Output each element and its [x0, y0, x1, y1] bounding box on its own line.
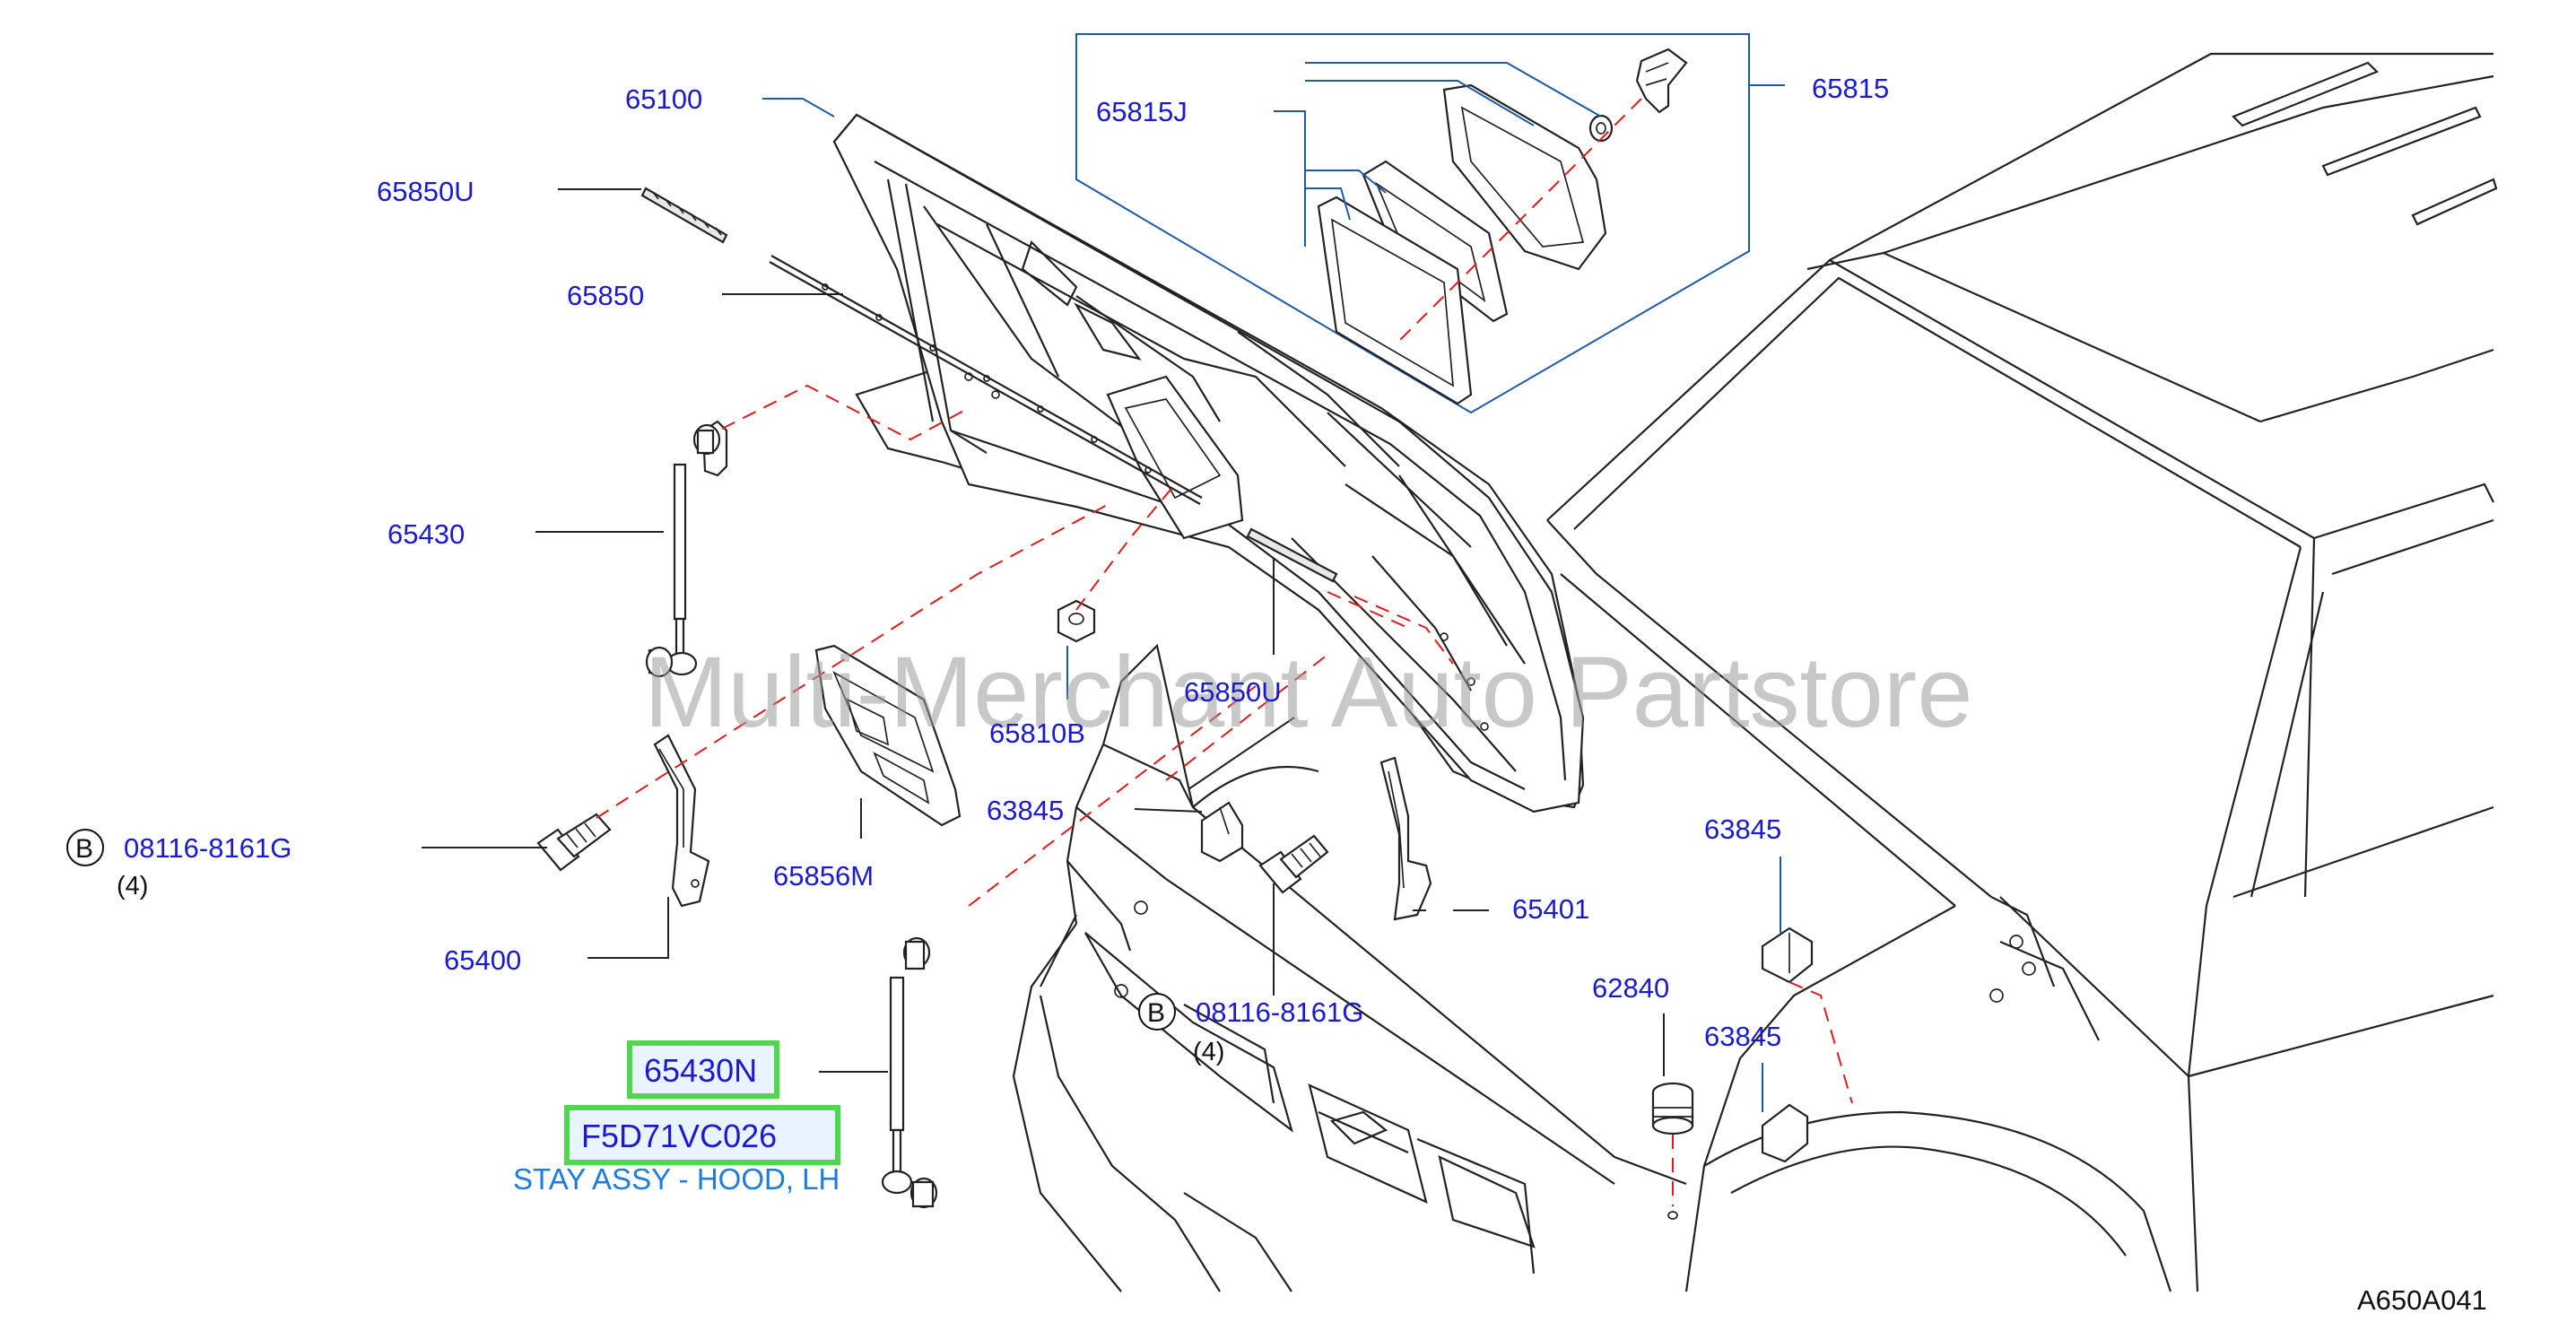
callout-stopper-rubber-right-upper[interactable]: 63845 [1704, 813, 1781, 845]
bolt-marker-letter: B [75, 834, 93, 864]
bolt-left [536, 813, 612, 872]
bolt-marker-circle [1138, 993, 1176, 1031]
hood-stay-rh [645, 420, 728, 678]
callout-bolt-right[interactable]: 08116-8161G [1196, 996, 1363, 1028]
callout-seal-lower[interactable]: 65850U [1184, 676, 1282, 708]
bolt-marker-circle [66, 829, 104, 866]
watermark: Multi-Merchant Auto Partstore [644, 636, 1972, 748]
bolt-marker-letter: B [1147, 998, 1165, 1028]
highlight-part-number[interactable]: 65430N [644, 1052, 757, 1089]
highlight-box-part-number [627, 1040, 779, 1099]
callout-stopper-rubber-right-lower[interactable]: 63845 [1704, 1021, 1781, 1052]
callout-hood-lock[interactable]: 65856M [773, 860, 874, 892]
seal-lower-strip [1246, 527, 1338, 583]
bolt-right [1258, 834, 1329, 894]
callout-stay-rh[interactable]: 65430 [387, 518, 465, 550]
stopper-rubber-right-lower [1761, 1103, 1809, 1163]
highlight-box-oem-code [564, 1105, 840, 1165]
leader-lines [422, 98, 1781, 1112]
highlight-oem-code[interactable]: F5D71VC026 [581, 1118, 777, 1154]
callout-hood[interactable]: 65100 [625, 83, 702, 115]
assembly-lines [596, 384, 1853, 1206]
bolt-right-callout[interactable]: B 08116-8161G (4) [1138, 993, 1363, 1066]
stopper-rubber-right-upper [1761, 926, 1814, 984]
hinge-left [653, 734, 710, 908]
callout-hinge-right[interactable]: 65401 [1512, 893, 1589, 925]
insulator-inset [1075, 33, 1785, 414]
bolt-left-callout[interactable]: B 08116-8161G (4) [66, 829, 292, 900]
seal-upper-strip [640, 187, 728, 244]
callout-bolt-left-qty: (4) [117, 872, 148, 900]
callout-seal[interactable]: 65850 [567, 280, 644, 311]
hood-seal-strip [769, 255, 1203, 505]
hood-panel [832, 113, 1585, 813]
bumper-rubber-right [1651, 1082, 1694, 1220]
highlight-description: STAY ASSY - HOOD, LH [513, 1162, 840, 1196]
callout-bumper-grommet[interactable]: 65810B [989, 718, 1085, 749]
callout-stopper-rubber-left[interactable]: 63845 [987, 795, 1064, 826]
callout-bolt-right-qty: (4) [1193, 1038, 1224, 1066]
callout-bumper-right[interactable]: 62840 [1592, 972, 1669, 1004]
hood-stay-lh [881, 936, 938, 1209]
vehicle-body-outline [1012, 52, 2498, 1292]
hinge-right [1379, 756, 1432, 921]
callout-insulator-clip[interactable]: 65815J [1096, 96, 1188, 127]
highlighted-part[interactable]: 65430N F5D71VC026 STAY ASSY - HOOD, LH [513, 1040, 840, 1196]
callout-bolt-left[interactable]: 08116-8161G [124, 832, 292, 864]
callout-insulator-inset[interactable]: 65815 [1812, 73, 1889, 104]
callout-seal-upper[interactable]: 65850U [377, 176, 474, 207]
callout-hinge-left[interactable]: 65400 [444, 944, 521, 976]
figure-code: A650A041 [2357, 1284, 2487, 1316]
hood-lock-plate [814, 644, 962, 827]
bumper-grommet [1057, 599, 1096, 643]
stopper-rubber-left [1200, 801, 1244, 863]
